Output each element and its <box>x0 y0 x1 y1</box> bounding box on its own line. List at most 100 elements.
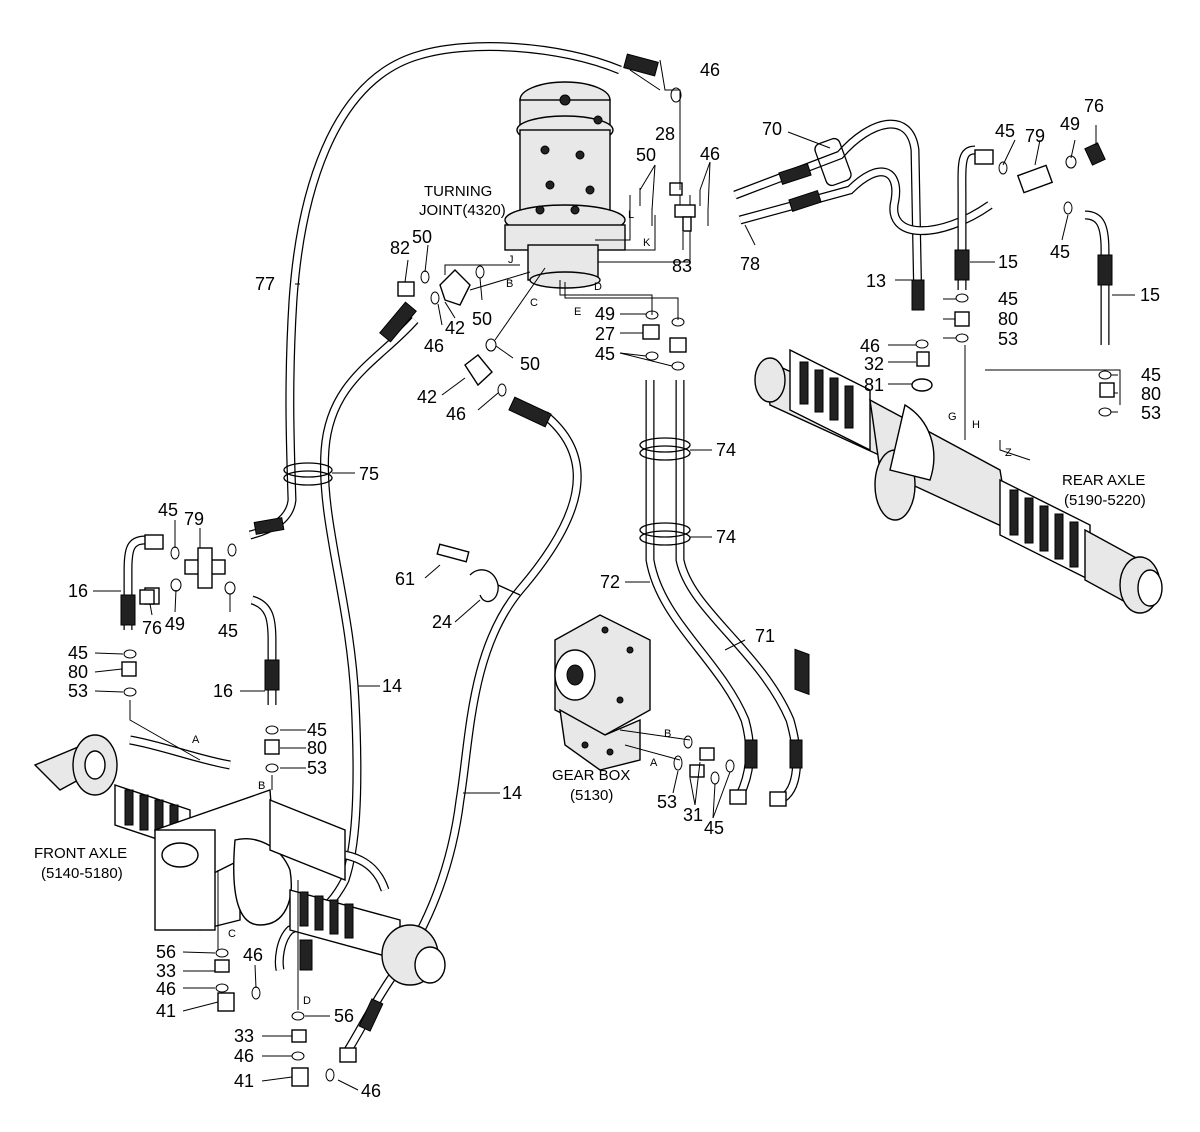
part-number: 49 <box>165 614 185 634</box>
port-tag: A <box>192 734 200 746</box>
part-number: 81 <box>864 375 884 395</box>
leader-lines <box>93 69 1135 1091</box>
fittings <box>121 142 1115 1087</box>
port-tag: Z <box>1005 447 1012 459</box>
part-number: 56 <box>334 1006 354 1026</box>
port-tag: B <box>258 780 265 792</box>
gear-box-caption-1: GEAR BOX <box>552 767 630 784</box>
part-number: 45 <box>704 818 724 838</box>
port-tag: C <box>530 297 538 309</box>
part-number: 53 <box>68 681 88 701</box>
part-number: 49 <box>595 304 615 324</box>
port-tag: L <box>628 209 634 221</box>
part-number: 46 <box>234 1046 254 1066</box>
turning-joint <box>504 81 626 289</box>
part-number: 45 <box>1141 365 1161 385</box>
port-tag: A <box>650 757 658 769</box>
part-number: 27 <box>595 324 615 344</box>
part-number: 72 <box>600 572 620 592</box>
part-number: 74 <box>716 527 736 547</box>
port-tag: C <box>228 928 236 940</box>
port-tag: D <box>303 995 311 1007</box>
gear-box <box>554 614 691 771</box>
part-number: 80 <box>68 662 88 682</box>
part-number: 50 <box>520 354 540 374</box>
port-tag: K <box>643 237 651 249</box>
part-number: 45 <box>995 121 1015 141</box>
part-number: 75 <box>359 464 379 484</box>
part-number: 50 <box>412 227 432 247</box>
part-number: 46 <box>860 336 880 356</box>
rear-axle-caption-2: (5190-5220) <box>1064 492 1146 509</box>
part-number: 15 <box>1140 285 1160 305</box>
part-number: 50 <box>636 145 656 165</box>
part-number: 42 <box>445 318 465 338</box>
part-number: 61 <box>395 569 415 589</box>
part-number: 46 <box>424 336 444 356</box>
part-number: 53 <box>1141 403 1161 423</box>
part-number: 80 <box>1141 384 1161 404</box>
part-number: 80 <box>998 309 1018 329</box>
port-tag: E <box>574 306 581 318</box>
part-number: 33 <box>234 1026 254 1046</box>
part-number: 53 <box>657 792 677 812</box>
part-number: 46 <box>243 945 263 965</box>
part-number: 16 <box>68 581 88 601</box>
part-number: 53 <box>998 329 1018 349</box>
part-number: 71 <box>755 626 775 646</box>
part-number: 82 <box>390 238 410 258</box>
part-number: 15 <box>998 252 1018 272</box>
part-number: 45 <box>998 289 1018 309</box>
part-number: 46 <box>361 1081 381 1101</box>
part-number: 78 <box>740 254 760 274</box>
part-number: 14 <box>382 676 402 696</box>
part-number: 80 <box>307 738 327 758</box>
part-number: 53 <box>307 758 327 778</box>
clamp-74-lower <box>639 522 691 538</box>
clamp-74-upper <box>639 437 691 453</box>
part-number: 70 <box>762 119 782 139</box>
part-number: 14 <box>502 783 522 803</box>
port-tag: B <box>506 278 513 290</box>
port-tag: J <box>508 254 514 266</box>
part-number: 50 <box>472 309 492 329</box>
part-number: 32 <box>864 354 884 374</box>
part-number: 79 <box>184 509 204 529</box>
hose-14-right <box>341 411 582 1058</box>
part-number: 16 <box>213 681 233 701</box>
part-number: 46 <box>700 60 720 80</box>
hose-clamps <box>283 137 852 546</box>
part-number: 83 <box>672 256 692 276</box>
part-number: 45 <box>68 643 88 663</box>
part-number: 76 <box>142 618 162 638</box>
rear-axle-caption-1: REAR AXLE <box>1062 472 1145 489</box>
port-tag: H <box>972 419 980 431</box>
front-axle <box>33 700 446 1010</box>
part-number: 28 <box>655 124 675 144</box>
rear-axle <box>754 345 1163 696</box>
hose-71 <box>675 380 802 805</box>
part-number-callouts: 46 70 28 50 46 45 79 49 76 50 82 83 78 4… <box>68 60 1161 1101</box>
part-number: 41 <box>234 1071 254 1091</box>
part-number: 31 <box>683 805 703 825</box>
part-number: 42 <box>417 387 437 407</box>
part-number: 45 <box>595 344 615 364</box>
part-number: 79 <box>1025 126 1045 146</box>
hoses <box>123 42 1110 1058</box>
turning-joint-caption-1: TURNING <box>424 183 492 200</box>
port-tags: J B C D E L K G H Z A B C D A B <box>192 209 1012 1007</box>
front-axle-caption-2: (5140-5180) <box>41 865 123 882</box>
gear-box-caption-2: (5130) <box>570 787 613 804</box>
part-number: 33 <box>156 961 176 981</box>
part-number: 13 <box>866 271 886 291</box>
part-number: 41 <box>156 1001 176 1021</box>
port-tag: G <box>948 411 957 423</box>
turning-joint-caption-2: JOINT(4320) <box>419 202 506 219</box>
captions: TURNING JOINT(4320) REAR AXLE (5190-5220… <box>34 183 1146 882</box>
part-number: 49 <box>1060 114 1080 134</box>
part-number: 45 <box>158 500 178 520</box>
part-number: 45 <box>307 720 327 740</box>
part-number: 45 <box>218 621 238 641</box>
part-number: 56 <box>156 942 176 962</box>
